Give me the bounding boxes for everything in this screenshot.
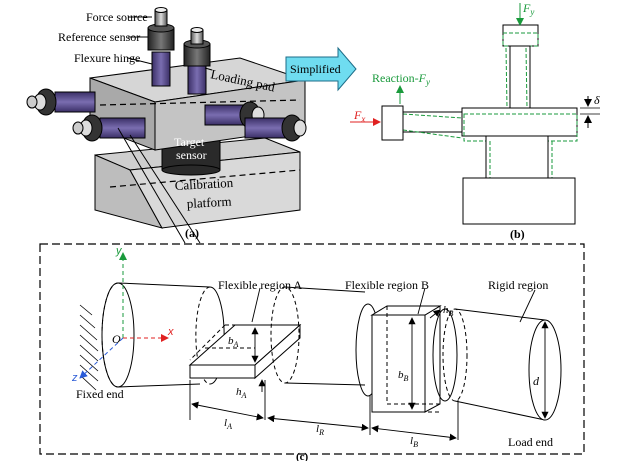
d-label: d xyxy=(533,374,540,388)
label-target-sensor-1: Target xyxy=(174,135,205,149)
panel-c: y x z O Fixed end Flexible region A Flex… xyxy=(39,243,585,461)
caption-b: (b) xyxy=(510,227,525,241)
simplified-label: Simplified xyxy=(290,62,341,76)
b-b-label: bB xyxy=(398,369,409,383)
label-delta: δ xyxy=(594,93,600,107)
label-force-y: Fy xyxy=(522,1,534,17)
load-end-label: Load end xyxy=(508,435,553,449)
middle-cylinder xyxy=(270,286,381,397)
rigid-label: Rigid region xyxy=(488,278,548,292)
h-a-label: hA xyxy=(236,386,247,400)
label-force-source: Force source xyxy=(86,10,148,24)
dimensions xyxy=(189,287,549,441)
l-r-label: lR xyxy=(316,423,324,437)
label-calibration-1: Calibration xyxy=(174,175,234,193)
label-target-sensor-2: sensor xyxy=(176,148,207,162)
axis-y-label: y xyxy=(115,245,123,257)
horizontal-hinges xyxy=(26,88,307,142)
label-flexure-hinge: Flexure hinge xyxy=(74,51,140,65)
axis-z-label: z xyxy=(71,372,78,384)
label-reference-sensor: Reference sensor xyxy=(58,30,140,44)
origin-label: O xyxy=(112,332,121,346)
leader-zoom-left xyxy=(117,127,186,244)
label-force-x: Fx xyxy=(353,108,365,124)
vertical-stack xyxy=(147,7,211,95)
axis-x-label: x xyxy=(167,326,174,338)
flex-a-label: Flexible region A xyxy=(218,278,302,292)
panel-a: Force source Reference sensor Flexure hi… xyxy=(26,7,307,244)
l-a-label: lA xyxy=(224,417,232,431)
flex-region-a xyxy=(188,323,302,380)
l-b-label: lB xyxy=(410,435,418,449)
h-b-label: hB xyxy=(443,304,454,318)
flex-b-label: Flexible region B xyxy=(345,278,429,292)
b-a-label: bA xyxy=(228,335,239,349)
axes xyxy=(79,252,169,379)
panel-b: Fy Reaction-Fy Fx δ (b) xyxy=(350,1,600,241)
caption-a: (a) xyxy=(185,226,199,240)
simplified-arrow: Simplified xyxy=(285,46,357,92)
panel-c-frame xyxy=(39,243,585,455)
label-calibration-2: platform xyxy=(186,194,231,211)
leader-loading-pad xyxy=(204,67,213,71)
label-reaction: Reaction-Fy xyxy=(372,71,430,87)
fixed-wall xyxy=(79,304,99,391)
caption-c: (c) xyxy=(296,451,309,461)
leader-zoom-right xyxy=(129,134,201,244)
flex-region-b xyxy=(370,305,468,413)
leader-flexure-hinge xyxy=(127,57,153,65)
fixed-end-label: Fixed end xyxy=(76,387,124,401)
